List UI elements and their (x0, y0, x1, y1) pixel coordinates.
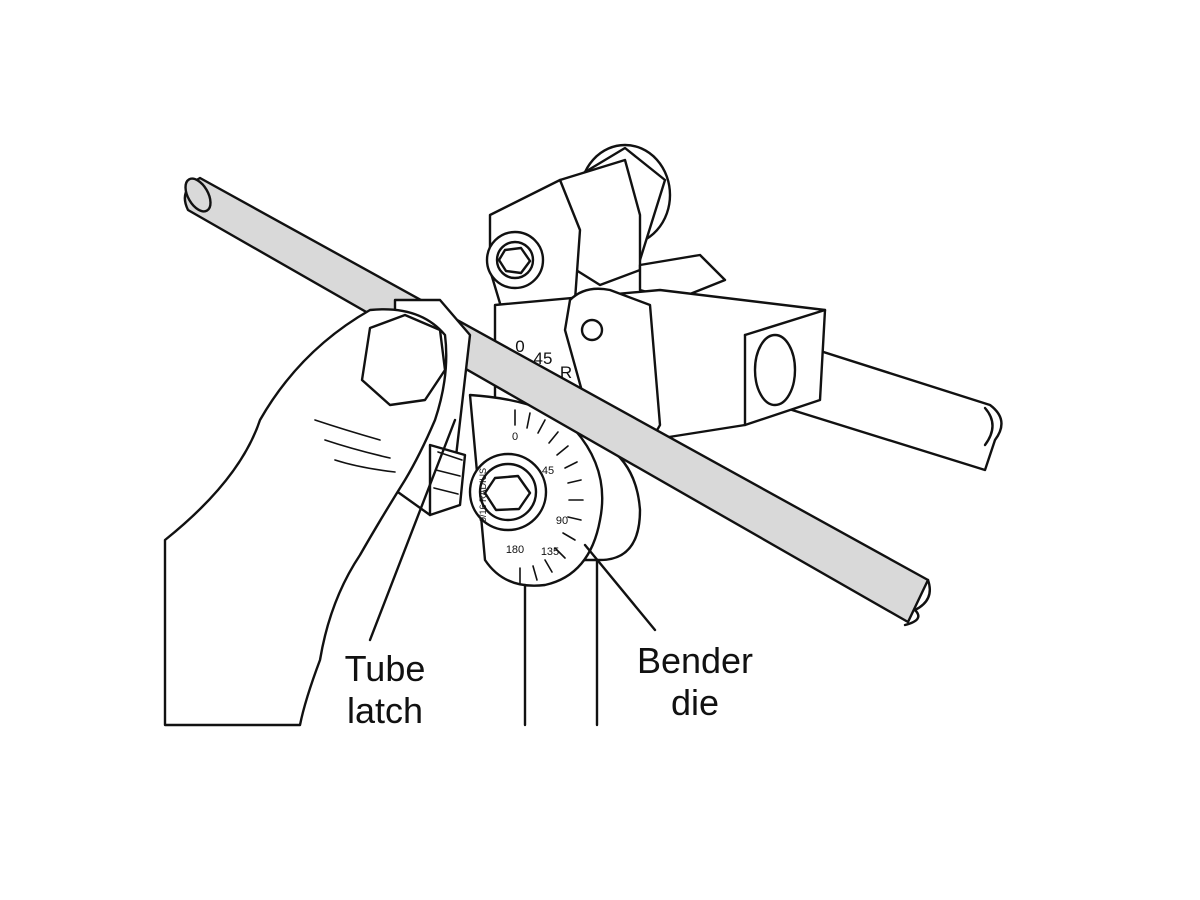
slide-scale-label-0: 0 (515, 337, 524, 356)
bender-die-label-line2: die (670, 682, 720, 723)
bender-die: 9/16 RADIUS 0 45 90 135 180 (468, 393, 642, 587)
leader-lines (368, 418, 657, 727)
hand (163, 308, 448, 727)
die-scale: 0 45 90 135 180 (506, 409, 584, 585)
slide-scale-label-45: 45 (534, 349, 553, 368)
die-scale-label-90: 90 (556, 515, 568, 527)
tube-latch-label-line1: Tube (344, 648, 426, 689)
die-radius-marking: 9/16 RADIUS (478, 468, 488, 522)
tube-latch-label: Tube latch (320, 648, 450, 732)
tube-latch-label-line2: latch (346, 690, 424, 731)
workpiece-tube (183, 176, 932, 627)
die-scale-label-135: 135 (541, 546, 559, 558)
bender-die-label: Bender die (620, 640, 770, 724)
die-scale-label-180: 180 (506, 544, 524, 556)
die-scale-label-0: 0 (512, 431, 518, 443)
die-scale-label-45: 45 (542, 465, 554, 477)
bender-die-label-line1: Bender (636, 640, 754, 681)
